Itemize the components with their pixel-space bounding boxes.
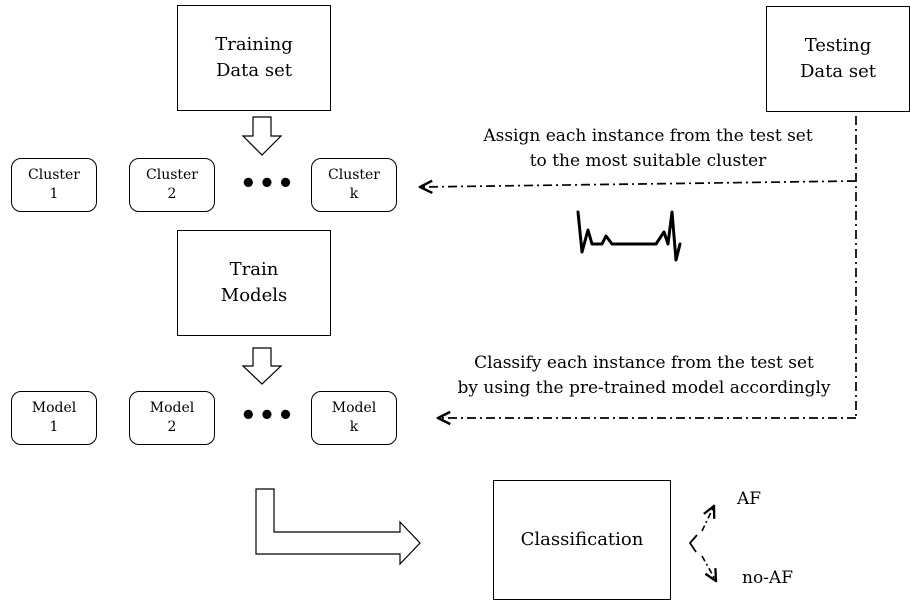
classify-instruction-text: Classify each instance from the test set… [457,353,831,398]
af-output-arrow [701,506,714,532]
af-output-label: AF [737,489,762,509]
output-bracket [688,534,698,553]
model-k-box: Model k [311,391,397,445]
model-2-box: Model 2 [129,391,215,445]
train-models-box: Train Models [177,230,331,336]
cluster-2-box: Cluster 2 [129,158,215,212]
assign-instruction-text: Assign each instance from the test set t… [483,126,813,171]
no-af-output-arrow [701,555,716,581]
cluster-2-label: Cluster 2 [146,167,198,202]
assign-arrow [420,181,857,187]
model-1-box: Model 1 [11,391,97,445]
l-arrow-to-classification [255,488,421,566]
training-data-set-box: Training Data set [177,5,331,111]
model-1-label: Model 1 [31,400,77,435]
cluster-1-label: Cluster 1 [28,167,80,202]
model-ellipsis: ••• [240,401,296,431]
testing-data-set-box: Testing Data set [766,6,910,112]
ecg-signal-icon [576,210,682,262]
cluster-1-box: Cluster 1 [11,158,97,212]
classification-box: Classification [493,480,671,600]
classification-label: Classification [520,529,644,550]
down-arrow-to-clusters [241,116,283,156]
model-2-label: Model 2 [149,400,195,435]
down-arrow-to-models [241,347,283,385]
cluster-ellipsis: ••• [240,169,296,199]
testing-data-set-label: Testing Data set [800,35,876,82]
cluster-k-label: Cluster k [328,167,380,202]
cluster-k-box: Cluster k [311,158,397,212]
model-k-label: Model k [331,400,377,435]
train-models-label: Train Models [220,259,288,306]
training-data-set-label: Training Data set [215,34,293,81]
no-af-output-label: no-AF [742,568,793,588]
